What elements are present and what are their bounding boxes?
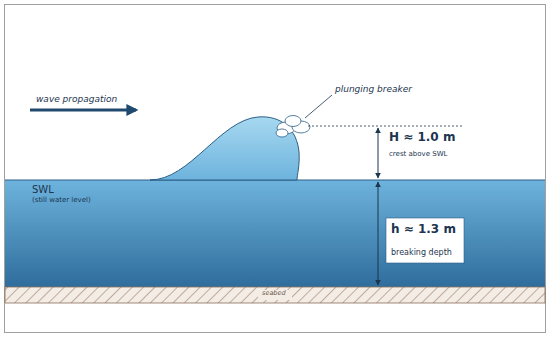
seabed-band — [5, 287, 545, 303]
crest-level-line — [308, 126, 462, 127]
foam — [276, 116, 310, 138]
dimension-note: crest above SWL — [389, 150, 447, 158]
level-note: (still water level) — [32, 196, 91, 204]
wave-crest — [150, 117, 299, 180]
level-label: SWL — [32, 184, 54, 196]
label-box — [386, 218, 464, 263]
label-patch — [258, 290, 292, 300]
leader-line — [305, 95, 332, 118]
height-arrow — [378, 128, 379, 178]
direction-label: wave propagation — [36, 94, 117, 104]
propagation-arrow — [30, 109, 136, 112]
dimension-label: h ≈ 1.3 m — [391, 223, 456, 237]
dimension-note: breaking depth — [391, 248, 452, 257]
dimension-label: H ≈ 1.0 m — [389, 131, 455, 145]
callout-label: plunging breaker — [335, 84, 412, 94]
frame — [5, 5, 546, 333]
depth-arrow — [378, 182, 379, 285]
seabed-label: seabed — [262, 290, 286, 297]
water-body — [5, 180, 545, 287]
